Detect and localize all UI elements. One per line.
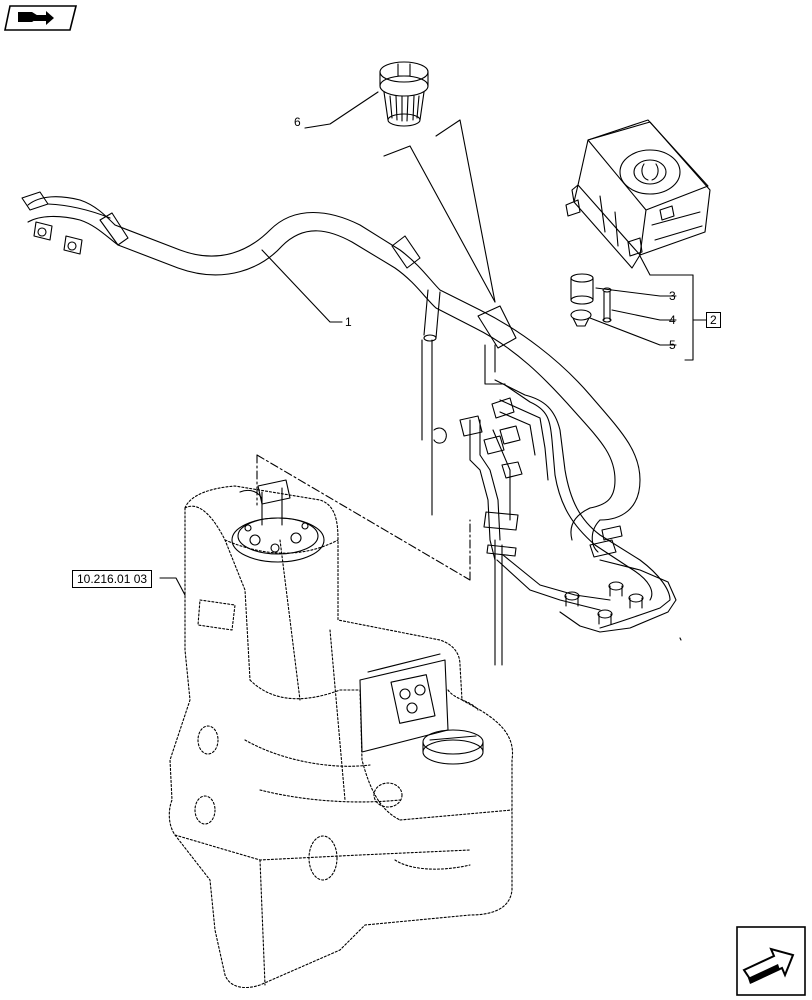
- part-3-sleeve: [570, 273, 594, 305]
- previous-page-icon[interactable]: [4, 4, 78, 39]
- fuel-sender-unit: [231, 479, 325, 563]
- part-5-seal: [570, 309, 592, 327]
- next-page-icon[interactable]: [736, 926, 806, 1000]
- wiring-harness-main: [27, 196, 641, 553]
- part-4-pin: [602, 287, 612, 323]
- reference-link[interactable]: 10.216.01 03: [72, 570, 153, 588]
- callout-1[interactable]: 1: [345, 315, 352, 329]
- callout-4[interactable]: 4: [669, 313, 676, 327]
- harness-branch-lines: [459, 369, 677, 666]
- part-2-control-unit: [565, 119, 711, 276]
- filler-cap: [422, 729, 484, 765]
- fuel-tank: [168, 485, 514, 989]
- callout-5[interactable]: 5: [669, 338, 676, 352]
- callout-3[interactable]: 3: [669, 289, 676, 303]
- def-label-block: [359, 653, 449, 753]
- part-6-filter: [379, 61, 429, 127]
- callout-6[interactable]: 6: [294, 115, 301, 129]
- callout-2[interactable]: 2: [706, 312, 721, 328]
- harness-left-connectors: [21, 191, 111, 255]
